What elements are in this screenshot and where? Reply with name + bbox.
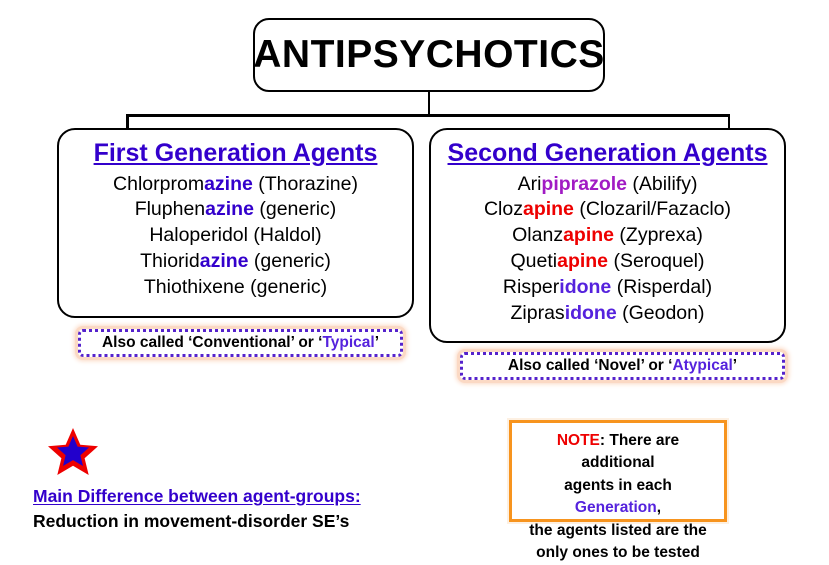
agent-brand-name: (Zyprexa) (614, 224, 703, 247)
agent-list-item: Fluphenazine (generic) (59, 197, 412, 223)
agent-name-suffix: idone (559, 276, 612, 299)
agent-name-suffix: apine (522, 198, 574, 221)
agent-brand-name: (Haldol) (247, 224, 322, 247)
agent-list-item: Quetiapine (Seroquel) (431, 249, 784, 275)
main-difference-detail: Reduction in movement-disorder SE’s (33, 511, 350, 532)
main-difference-block: Main Difference between agent-groups: Re… (33, 484, 433, 535)
agent-list-item: Olanzapine (Zyprexa) (431, 223, 784, 249)
agent-name-prefix: Risper (502, 276, 560, 299)
agent-name-prefix: Fluphen (134, 198, 206, 221)
note-label: NOTE (556, 432, 600, 449)
second-generation-heading: Second Generation Agents (447, 139, 768, 167)
first-generation-agent-list: Chlorpromazine (Thorazine)Fluphenazine (… (59, 172, 412, 302)
agent-name-suffix: azine (205, 198, 254, 221)
agent-brand-name: (generic) (244, 276, 328, 299)
first-generation-heading: First Generation Agents (93, 139, 378, 167)
connector-drop-left (126, 114, 129, 130)
alias-text: Also called ‘Conventional’ or ‘Typical’ (101, 334, 380, 351)
agent-name-suffix: piprazole (541, 172, 628, 195)
page-title: ANTIPSYCHOTICS (253, 33, 605, 76)
note-line-2: agents in each Generation, (564, 476, 672, 517)
agent-list-item: Risperidone (Risperdal) (431, 275, 784, 301)
connector-drop-right (727, 114, 730, 130)
first-generation-alias-box: Also called ‘Conventional’ or ‘Typical’ (78, 329, 403, 357)
second-generation-alias-box: Also called ‘Novel’ or ‘Atypical’ (460, 352, 785, 380)
note-box: NOTE: There are additional agents in eac… (509, 420, 727, 561)
star-icon (48, 427, 98, 475)
agent-brand-name: (generic) (253, 198, 337, 221)
agent-name-suffix: apine (557, 250, 609, 273)
first-generation-box: First Generation Agents Chlorpromazine (… (57, 128, 414, 318)
agent-list-item: Aripiprazole (Abilify) (431, 172, 784, 198)
agent-name-prefix: Queti (510, 250, 558, 273)
agent-name-prefix: Thiorid (140, 250, 200, 273)
connector-stem (427, 92, 430, 116)
note-line-1: NOTE: There are additional (556, 432, 680, 472)
main-difference-heading: Main Difference between agent-groups: (33, 486, 361, 506)
note-line-3: the agents listed are the (529, 521, 707, 539)
agent-name-suffix: azine (204, 172, 253, 195)
agent-list-item: Chlorpromazine (Thorazine) (59, 172, 412, 198)
agent-list-item: Ziprasidone (Geodon) (431, 301, 784, 327)
agent-brand-name: (Thorazine) (252, 172, 358, 195)
agent-name-prefix: Haloperidol (149, 224, 248, 247)
agent-list-item: Clozapine (Clozaril/Fazaclo) (431, 197, 784, 223)
agent-name-prefix: Ari (517, 172, 542, 195)
agent-name-prefix: Zipras (510, 302, 565, 325)
agent-name-prefix: Chlorprom (113, 172, 205, 195)
agent-brand-name: (Abilify) (627, 172, 698, 195)
agent-list-item: Thioridazine (generic) (59, 249, 412, 275)
agent-name-prefix: Thiothixene (143, 276, 245, 299)
agent-brand-name: (Geodon) (616, 302, 705, 325)
agent-list-item: Haloperidol (Haldol) (59, 223, 412, 249)
note-highlight: Generation (574, 499, 657, 517)
agent-list-item: Thiothixene (generic) (59, 275, 412, 301)
agent-brand-name: (Risperdal) (611, 276, 713, 299)
second-generation-box: Second Generation Agents Aripiprazole (A… (429, 128, 786, 343)
alias-highlight: Typical (322, 334, 375, 351)
agent-brand-name: (generic) (248, 250, 331, 273)
agent-name-suffix: apine (563, 224, 615, 247)
agent-brand-name: (Seroquel) (608, 250, 705, 273)
agent-name-prefix: Cloz (483, 198, 523, 221)
agent-name-suffix: idone (564, 302, 617, 325)
agent-brand-name: (Clozaril/Fazaclo) (573, 198, 732, 221)
note-line-4: only ones to be tested (536, 544, 700, 562)
antipsychotics-title-box: ANTIPSYCHOTICS (253, 18, 605, 92)
connector-horizontal (126, 114, 730, 117)
agent-name-prefix: Olanz (512, 224, 564, 247)
star-inner-shape (57, 436, 89, 466)
second-generation-agent-list: Aripiprazole (Abilify)Clozapine (Clozari… (431, 172, 784, 328)
alias-text: Also called ‘Novel’ or ‘Atypical’ (507, 357, 738, 374)
agent-name-suffix: azine (199, 250, 249, 273)
alias-highlight: Atypical (672, 357, 733, 374)
